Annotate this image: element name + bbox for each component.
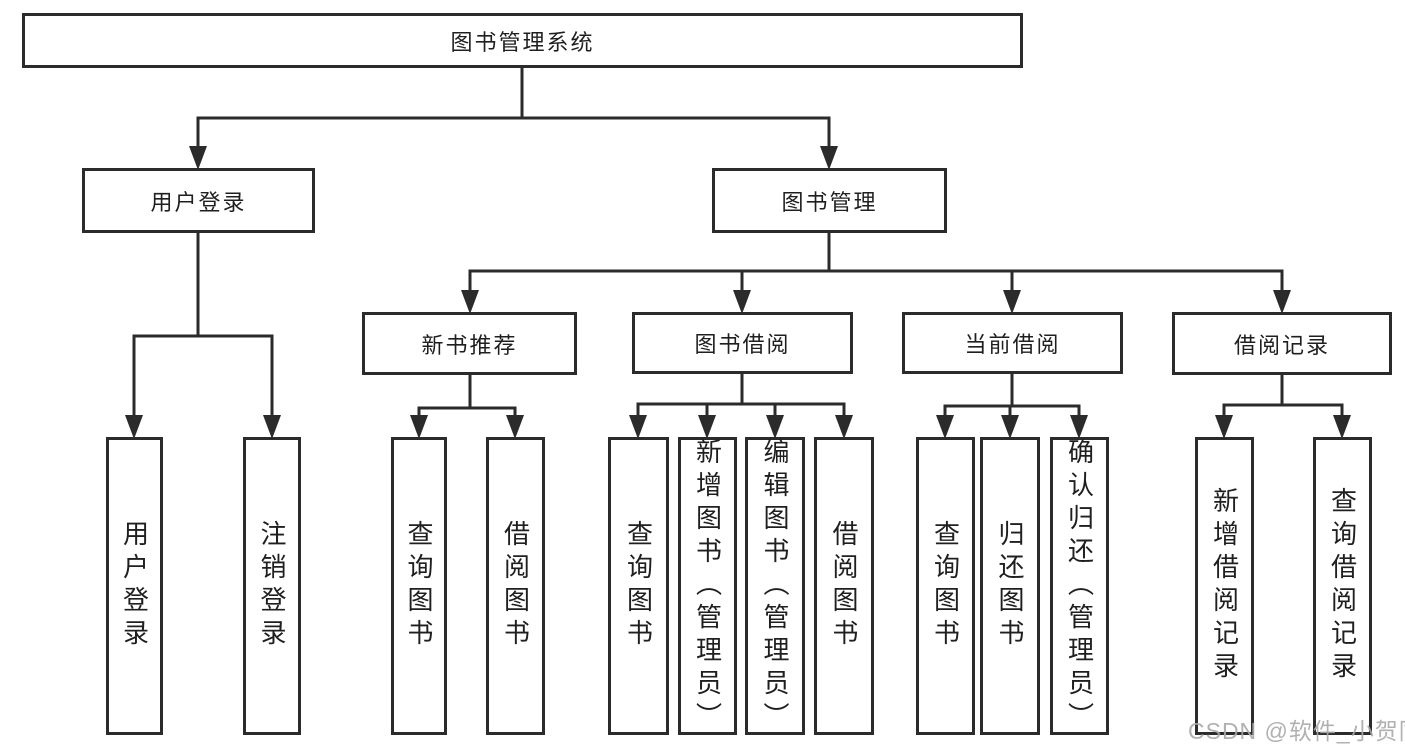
leaf-label: 用户登录 — [119, 520, 150, 652]
node-new-book-recommendation: 新书推荐 — [362, 312, 577, 375]
node-user-login: 用户登录 — [82, 168, 315, 233]
leaf-label: 归还图书 — [995, 520, 1025, 652]
leaf-logout: 注销登录 — [243, 437, 301, 735]
node-label: 图书管理系统 — [450, 29, 595, 55]
leaf-borrow-books-recommend: 借阅图书 — [486, 437, 545, 735]
leaf-query-books-current: 查询图书 — [916, 437, 975, 735]
leaf-label: 借阅图书 — [829, 520, 859, 652]
leaf-label: 注销登录 — [257, 520, 287, 652]
arrowheads — [125, 146, 1351, 439]
leaf-label: 借阅图书 — [500, 520, 531, 652]
leaf-label: 新增图书（管理员） — [692, 437, 723, 735]
node-label: 借阅记录 — [1233, 332, 1330, 358]
leaf-confirm-return-admin: 确认归还（管理员） — [1050, 437, 1109, 735]
node-library-management-system: 图书管理系统 — [22, 13, 1023, 68]
leaf-label: 查询图书 — [930, 520, 961, 652]
node-label: 当前借阅 — [964, 332, 1061, 357]
leaf-borrow-books: 借阅图书 — [814, 437, 874, 735]
node-book-management: 图书管理 — [712, 168, 947, 233]
node-label: 图书管理 — [781, 189, 878, 215]
leaf-label: 新增借阅记录 — [1209, 487, 1240, 685]
leaf-label: 查询借阅记录 — [1327, 487, 1358, 685]
csdn-watermark: CSDN @软件_小贺同学 — [1188, 718, 1405, 744]
leaf-label: 确认归还（管理员） — [1064, 437, 1095, 735]
leaf-return-books: 归还图书 — [980, 437, 1040, 735]
node-borrowing-records: 借阅记录 — [1172, 312, 1392, 375]
node-label: 用户登录 — [150, 189, 247, 215]
node-current-borrowing: 当前借阅 — [902, 312, 1123, 374]
leaf-query-books-borrow: 查询图书 — [608, 437, 669, 735]
node-book-borrowing: 图书借阅 — [632, 312, 853, 374]
leaf-query-books-recommend: 查询图书 — [391, 437, 447, 735]
leaf-user-login: 用户登录 — [106, 437, 163, 735]
leaf-query-borrow-record: 查询借阅记录 — [1313, 437, 1372, 735]
leaf-add-borrow-record: 新增借阅记录 — [1195, 437, 1254, 735]
node-label: 新书推荐 — [421, 332, 518, 358]
leaf-label: 查询图书 — [623, 520, 654, 652]
leaf-edit-books-admin: 编辑图书（管理员） — [745, 437, 805, 735]
leaf-add-books-admin: 新增图书（管理员） — [678, 437, 737, 735]
leaf-label: 编辑图书（管理员） — [760, 437, 790, 735]
leaf-label: 查询图书 — [404, 520, 434, 652]
node-label: 图书借阅 — [694, 332, 791, 357]
